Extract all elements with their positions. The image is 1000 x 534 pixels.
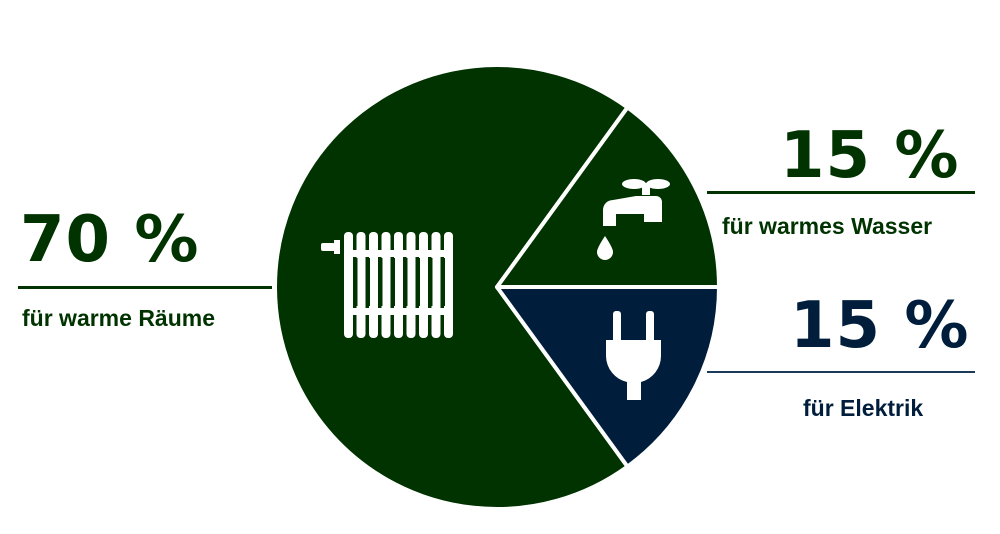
divider-electric bbox=[707, 371, 975, 373]
slice-electric bbox=[495, 285, 721, 469]
radiator-icon bbox=[321, 232, 453, 338]
value-label-water: 15 % bbox=[780, 119, 960, 193]
faucet-icon bbox=[597, 179, 670, 260]
slice-water bbox=[495, 105, 721, 289]
value-label-heating: 70 % bbox=[20, 203, 200, 277]
divider-water bbox=[707, 191, 975, 194]
slice-label-heating: für warme Räume bbox=[22, 305, 216, 331]
slice-label-water: für warmes Wasser bbox=[722, 213, 933, 239]
value-label-electric: 15 % bbox=[790, 289, 970, 363]
slice-label-electric: für Elektrik bbox=[803, 395, 924, 421]
plug-icon bbox=[606, 311, 661, 400]
divider-heating bbox=[18, 286, 272, 289]
